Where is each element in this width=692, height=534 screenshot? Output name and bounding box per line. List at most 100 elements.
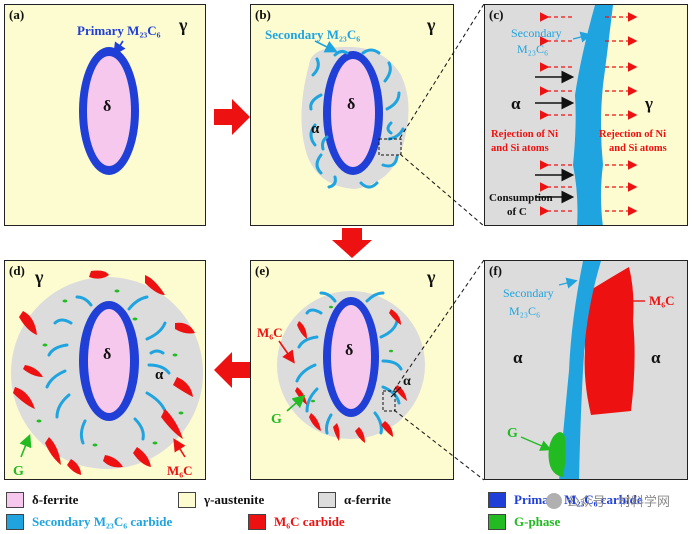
- delta-label-b: δ: [347, 96, 355, 113]
- legend-label-m6c: M₆C carbide: [274, 514, 345, 529]
- legend-alpha: α-ferrite: [318, 492, 391, 508]
- panel-d-label: (d): [9, 263, 25, 278]
- reject-right-2: and Si atoms: [609, 143, 667, 154]
- panel-f-label: (f): [489, 263, 502, 278]
- legend-swatch-secondary: [6, 514, 24, 530]
- legend-swatch-g: [488, 514, 506, 530]
- m6c-label-f: M₆C: [649, 293, 675, 308]
- m6c-carbide-particles: [13, 270, 195, 475]
- alpha-label-d: α: [155, 367, 164, 383]
- panel-d-drawing: δ α G M₆C: [11, 270, 203, 479]
- legend-swatch-gamma: [178, 492, 196, 508]
- panel-c: Secondary M₂₃C₆ α γ Rejection of Ni and …: [484, 4, 688, 226]
- legend-m6c: M₆C carbide: [248, 514, 345, 530]
- g-phase-particles: [36, 289, 184, 447]
- zoom-box-b: [378, 138, 402, 156]
- reject-right-1: Rejection of Ni: [599, 129, 666, 140]
- primary-label-arrow: [113, 40, 126, 56]
- watermark-text: 公众号 · 材料学网: [566, 495, 670, 510]
- m6c-carbide-band: [584, 267, 635, 415]
- alpha-label-e: α: [403, 374, 411, 389]
- m6c-label-e: M₆C: [257, 325, 283, 340]
- secondary-label-arrow: [314, 40, 338, 53]
- consumption-1: Consumption: [489, 192, 553, 204]
- panel-a-drawing: δ Primary M₂₃C₆: [77, 23, 161, 175]
- delta-label-e: δ: [345, 342, 353, 359]
- secondary-carbide-band: [573, 5, 613, 225]
- legend-label-alpha: α-ferrite: [344, 492, 391, 507]
- m6c-label-arrow: [173, 438, 186, 458]
- legend-swatch-m6c: [248, 514, 266, 530]
- g-phase-particle: [548, 432, 566, 477]
- panel-e-drawing: δ α M₆C G: [257, 291, 425, 443]
- panel-e: δ α M₆C G (e) γ: [250, 260, 454, 480]
- panel-b: (b) γ Secondary M₂₃C₆ δ α: [250, 4, 454, 226]
- legend-delta: δ-ferrite: [6, 492, 78, 508]
- m6c-label-arrow: [278, 340, 295, 364]
- legend-label-delta: δ-ferrite: [32, 492, 79, 507]
- legend-swatch-primary: [488, 492, 506, 508]
- delta-ferrite-region: [331, 305, 371, 409]
- alpha-label-b: α: [311, 121, 320, 137]
- secondary-label-arrow-f: [558, 277, 578, 289]
- g-label-e: G: [271, 412, 282, 427]
- g-label-d: G: [13, 464, 24, 479]
- legend-label-gamma: γ-austenite: [204, 492, 265, 507]
- panel-e-label: (e): [255, 263, 270, 278]
- panel-b-label: (b): [255, 7, 271, 22]
- m6c-label-d: M₆C: [167, 463, 193, 478]
- g-label-f: G: [507, 426, 518, 441]
- delta-label-a: δ: [103, 98, 111, 115]
- consumption-arrows: [535, 70, 575, 204]
- secondary-label-c-2: M₂₃C₆: [517, 42, 548, 56]
- alpha-label-c: α: [511, 94, 521, 113]
- secondary-label-f-2: M₂₃C₆: [509, 304, 540, 318]
- legend-swatch-alpha: [318, 492, 336, 508]
- g-label-arrow: [19, 434, 32, 458]
- legend-swatch-delta: [6, 492, 24, 508]
- alpha-left-label-f: α: [513, 348, 523, 367]
- panel-a-label: (a): [9, 7, 25, 22]
- arrow-b-to-e: [332, 228, 372, 258]
- reject-left-1: Rejection of Ni: [491, 129, 558, 140]
- gamma-label-c: γ: [644, 94, 653, 113]
- reject-left-2: and Si atoms: [491, 143, 549, 154]
- consumption-2: of C: [507, 206, 527, 218]
- secondary-label-arrow-c: [572, 31, 592, 43]
- g-label-arrow-f: [520, 436, 552, 451]
- delta-ferrite-region: [331, 59, 375, 167]
- delta-ferrite-region: [88, 309, 130, 413]
- panel-f: Secondary M₂₃C₆ M₆C α α G (f): [484, 260, 688, 480]
- gamma-label-d: γ: [35, 267, 44, 287]
- panel-d: δ α G M₆C (d) γ: [4, 260, 206, 480]
- secondary-carbide-fragments: [45, 295, 171, 445]
- legend-label-g: G-phase: [514, 514, 561, 529]
- panel-f-drawing: Secondary M₂₃C₆ M₆C α α G: [503, 261, 675, 479]
- panel-c-label: (c): [489, 7, 504, 22]
- delta-label-d: δ: [103, 346, 111, 363]
- zoom-box-e: [382, 390, 396, 412]
- g-label-arrow: [286, 394, 306, 412]
- secondary-carbide-fragments: [309, 48, 405, 189]
- arrow-e-to-d: [214, 352, 250, 388]
- legend-gamma: γ-austenite: [178, 492, 264, 508]
- gamma-label-a: γ: [179, 15, 188, 35]
- rejection-arrows: [539, 12, 638, 216]
- secondary-carbide-band: [559, 261, 601, 479]
- panel-b-drawing: Secondary M₂₃C₆ δ α: [265, 27, 409, 189]
- secondary-label-b: Secondary M₂₃C₆: [265, 27, 360, 42]
- panel-c-drawing: Secondary M₂₃C₆ α γ Rejection of Ni and …: [485, 5, 667, 225]
- gamma-label-e: γ: [427, 267, 436, 287]
- legend-label-secondary: Secondary M₂₃C₆ carbide: [32, 514, 173, 529]
- delta-ferrite-region: [87, 56, 131, 166]
- secondary-label-c-1: Secondary: [511, 26, 562, 40]
- legend-g: G-phase: [488, 514, 560, 530]
- primary-label-a: Primary M₂₃C₆: [77, 23, 161, 38]
- g-phase-particles: [311, 305, 393, 403]
- secondary-label-f-1: Secondary: [503, 286, 554, 300]
- alpha-right-label-f: α: [651, 348, 661, 367]
- watermark: 公众号 · 材料学网: [545, 491, 670, 510]
- wechat-icon: [545, 492, 562, 509]
- arrow-a-to-b: [214, 99, 250, 135]
- secondary-carbide-fragments: [295, 291, 403, 435]
